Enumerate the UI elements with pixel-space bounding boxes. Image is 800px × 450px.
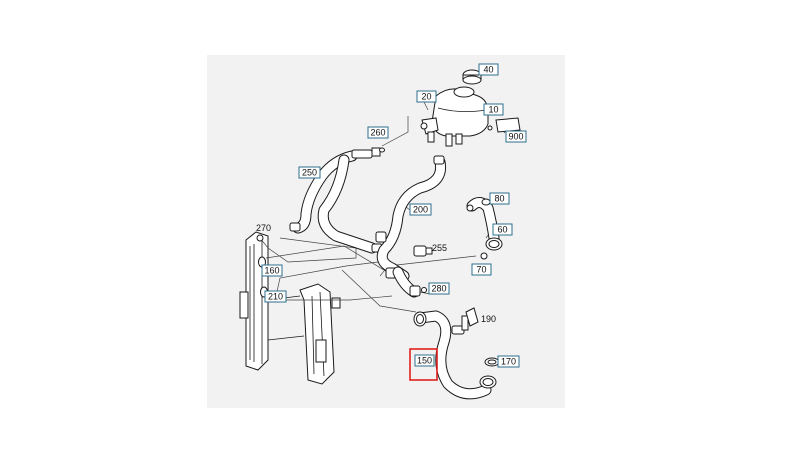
- hose-150-drawing: [413, 310, 497, 400]
- callout-label: 255: [432, 243, 447, 253]
- callout-label: 40: [483, 65, 493, 75]
- hose-280-drawing: [392, 266, 427, 298]
- callout-label: 150: [417, 356, 432, 366]
- callout-900[interactable]: 900: [505, 130, 527, 143]
- callout-label: 190: [481, 314, 496, 324]
- callout-250[interactable]: 250: [298, 166, 321, 179]
- tank-cap-drawing: [462, 69, 482, 85]
- expansion-tank-drawing: [420, 86, 489, 147]
- callout-10[interactable]: 10: [483, 103, 504, 116]
- fitting-255-drawing: [413, 245, 433, 257]
- hose-250-drawing: [289, 147, 385, 254]
- callout-label: 280: [431, 284, 446, 294]
- ring-170-drawing: [484, 357, 500, 367]
- callout-label: 270: [256, 223, 271, 233]
- callout-280[interactable]: 280: [428, 282, 450, 295]
- callout-label: 10: [488, 105, 498, 115]
- clamp-190-drawing: [465, 307, 479, 327]
- callout-label: 20: [421, 92, 431, 102]
- callout-label: 200: [413, 205, 428, 215]
- radiator-drawing: [239, 231, 341, 385]
- callout-200[interactable]: 200: [409, 203, 432, 216]
- callout-255[interactable]: 255: [432, 243, 447, 253]
- callout-label: 170: [501, 357, 516, 367]
- callout-190[interactable]: 190: [481, 314, 496, 324]
- callout-40[interactable]: 40: [478, 63, 499, 76]
- callout-70[interactable]: 70: [471, 263, 492, 276]
- callout-label: 80: [494, 194, 504, 204]
- callout-label: 260: [370, 128, 385, 138]
- hose-200-drawing: [375, 155, 447, 282]
- callout-label: 70: [476, 265, 486, 275]
- callout-60[interactable]: 60: [492, 223, 513, 236]
- callout-label: 60: [497, 225, 507, 235]
- callout-label: 160: [264, 266, 279, 276]
- callout-260[interactable]: 260: [367, 126, 389, 139]
- callout-label: 210: [268, 292, 283, 302]
- callout-label: 900: [508, 132, 523, 142]
- callout-80[interactable]: 80: [489, 192, 510, 205]
- callout-160[interactable]: 160: [261, 264, 283, 277]
- callout-210[interactable]: 210: [264, 290, 287, 303]
- callout-170[interactable]: 170: [497, 355, 520, 368]
- callout-20[interactable]: 20: [416, 90, 437, 103]
- clamp-80-drawing: [481, 198, 491, 206]
- callout-270[interactable]: 270: [256, 223, 271, 233]
- callout-label: 250: [302, 168, 317, 178]
- callout-150[interactable]: 150: [409, 348, 438, 381]
